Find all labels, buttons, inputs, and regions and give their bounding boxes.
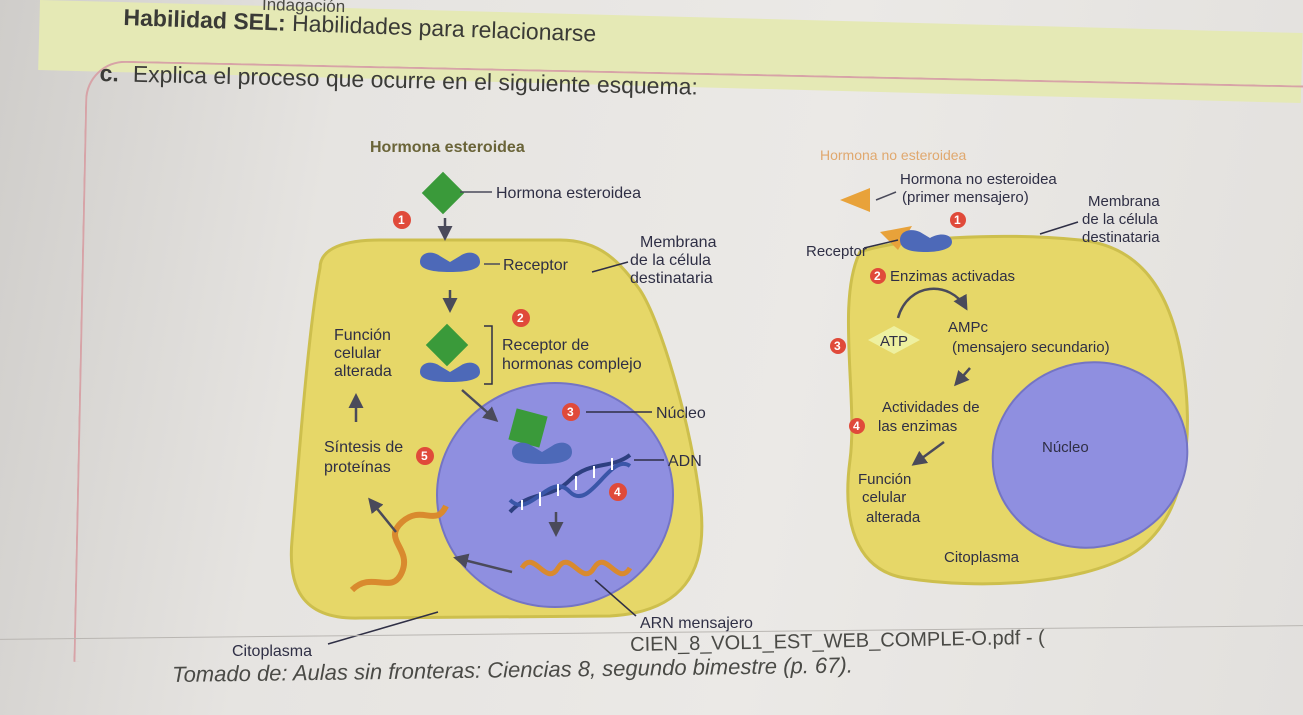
- left-label-membrane-3: destinataria: [630, 270, 713, 287]
- right-label-nucleus: Núcleo: [1042, 439, 1089, 456]
- right-label-function-2: celular: [862, 489, 906, 506]
- right-step-2-badge: [870, 268, 886, 284]
- right-label-hormone-1: Hormona no esteroidea: [900, 171, 1057, 188]
- left-label-mrna: ARN mensajero: [640, 615, 753, 632]
- right-label-function-1: Función: [858, 471, 911, 488]
- left-nucleus: [436, 382, 674, 608]
- left-step-5-number: 5: [421, 449, 428, 463]
- left-label-nucleus: Núcleo: [656, 405, 706, 422]
- left-label-dna: ADN: [668, 453, 702, 470]
- right-step-2-number: 2: [874, 269, 881, 283]
- right-label-membrane-2: de la célula: [1082, 211, 1159, 228]
- left-arrow-synthesis: [368, 497, 397, 533]
- right-nucleus: [991, 361, 1189, 549]
- left-label-hormone: Hormona esteroidea: [496, 185, 641, 202]
- right-label-camp-1: AMPc: [948, 319, 989, 336]
- dna-helix: [508, 453, 632, 514]
- right-label-membrane-3: destinataria: [1082, 229, 1160, 246]
- left-step-2-badge: [512, 309, 530, 327]
- right-diagram: Hormona no esteroidea Hormona no esteroi…: [806, 147, 1189, 586]
- right-step-3-badge: [830, 338, 846, 354]
- atp-highlight: [868, 326, 920, 354]
- left-step-3-number: 3: [567, 405, 574, 419]
- left-label-membrane-2: de la célula: [630, 252, 711, 269]
- left-label-synthesis-2: proteínas: [324, 459, 391, 476]
- mrna-in-cytoplasm: [349, 504, 449, 593]
- left-label-membrane-1: Membrana: [640, 234, 717, 251]
- right-step-1-badge: [950, 212, 966, 228]
- right-label-receptor: Receptor: [806, 243, 867, 260]
- left-label-receptor: Receptor: [503, 257, 569, 274]
- nuclear-complex-hormone: [508, 408, 548, 448]
- right-label-function-3: alterada: [866, 509, 921, 526]
- left-step-3-badge: [562, 403, 580, 421]
- left-diagram-title: Hormona esteroidea: [370, 139, 525, 156]
- left-step-1-number: 1: [398, 213, 405, 227]
- right-arrow-activation: [954, 367, 971, 387]
- right-hormone-leader-line: [875, 191, 897, 201]
- bound-hormone-shape: [880, 226, 912, 250]
- mrna-in-nucleus: [519, 559, 633, 577]
- left-step-4-number: 4: [614, 485, 621, 499]
- right-label-atp: ATP: [880, 333, 908, 350]
- right-label-cytoplasm: Citoplasma: [944, 549, 1020, 566]
- left-label-synthesis-1: Síntesis de: [324, 439, 403, 456]
- right-membrane-leader-line: [1039, 221, 1079, 235]
- left-diagram: Hormona esteroidea Hormona esteroidea 1 …: [232, 139, 753, 660]
- complex-receptor-shape: [420, 362, 480, 382]
- right-step-4-number: 4: [853, 419, 860, 433]
- left-step-2-number: 2: [517, 311, 524, 325]
- cytoplasm-leader-line: [327, 611, 439, 645]
- left-label-function-2: celular: [334, 345, 382, 362]
- left-label-complex-1: Receptor de: [502, 337, 589, 354]
- left-label-function-1: Función: [334, 327, 391, 344]
- caption-prefix: Tomado de:: [172, 660, 294, 687]
- nuclear-complex-receptor: [512, 442, 572, 464]
- membrane-leader-line: [591, 261, 629, 273]
- mrna-leader-line: [594, 579, 637, 617]
- right-receptor-shape: [900, 230, 952, 252]
- left-label-cytoplasm: Citoplasma: [232, 643, 312, 660]
- right-step-3-number: 3: [834, 339, 841, 353]
- right-diagram-title: Hormona no esteroidea: [820, 147, 967, 163]
- left-arrow-to-nucleus: [461, 389, 499, 422]
- complex-hormone-diamond: [425, 323, 469, 367]
- non-steroid-hormone-shape: [840, 188, 870, 212]
- right-label-hormone-2: (primer mensajero): [902, 189, 1029, 206]
- right-receptor-leader-line: [863, 239, 899, 249]
- right-label-activities-1: Actividades de: [882, 399, 980, 416]
- left-step-5-badge: [416, 447, 434, 465]
- right-label-camp-2: (mensajero secundario): [952, 339, 1110, 356]
- left-step-1-badge: [393, 211, 411, 229]
- right-step-1-number: 1: [954, 213, 961, 227]
- left-receptor-shape: [420, 252, 480, 272]
- left-step-4-badge: [609, 483, 627, 501]
- complex-bracket: [484, 325, 493, 385]
- right-arrow-conversion: [896, 287, 968, 319]
- left-arrow-export: [453, 553, 513, 574]
- right-label-activities-2: las enzimas: [878, 418, 957, 435]
- right-arrow-function: [911, 440, 945, 466]
- steroid-hormone-diamond: [421, 171, 465, 215]
- left-label-complex-2: hormonas complejo: [502, 356, 642, 373]
- left-label-function-3: alterada: [334, 363, 392, 380]
- right-label-enzymes: Enzimas activadas: [890, 268, 1015, 285]
- right-step-4-badge: [849, 418, 865, 434]
- right-label-membrane-1: Membrana: [1088, 193, 1160, 210]
